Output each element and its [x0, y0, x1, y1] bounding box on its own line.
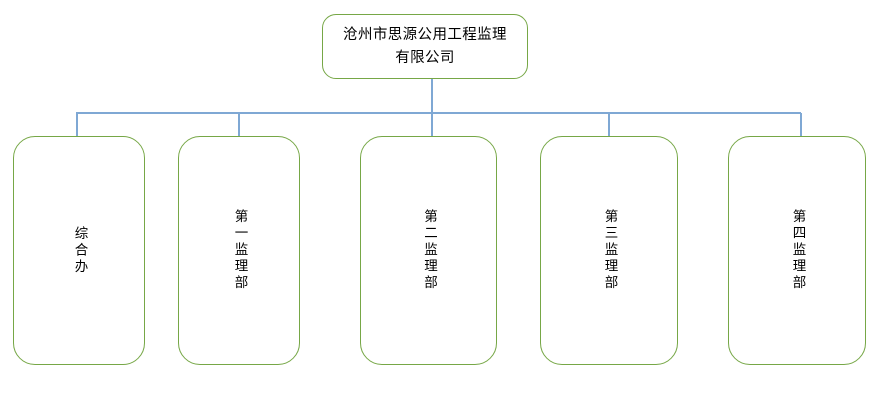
connector-drop-child-3	[608, 113, 610, 137]
connector-root-stem	[431, 79, 433, 113]
org-node-root[interactable]: 沧州市思源公用工程监理 有限公司	[322, 14, 528, 79]
org-node-child-4-label: 第四监理部	[789, 209, 806, 292]
org-node-root-label: 沧州市思源公用工程监理 有限公司	[343, 26, 507, 66]
org-node-child-0[interactable]: 综合办	[13, 136, 145, 365]
org-node-child-2[interactable]: 第二监理部	[360, 136, 497, 365]
org-node-child-1-label: 第一监理部	[231, 209, 248, 292]
org-node-child-2-label: 第二监理部	[421, 209, 437, 292]
connector-drop-child-2	[431, 113, 433, 137]
connector-drop-child-1	[238, 113, 240, 137]
org-node-child-0-label: 综合办	[71, 225, 88, 276]
org-node-child-3-label: 第三监理部	[601, 209, 618, 292]
org-node-child-4[interactable]: 第四监理部	[728, 136, 866, 365]
org-node-child-3[interactable]: 第三监理部	[540, 136, 678, 365]
connector-horizontal-bus	[76, 112, 801, 114]
org-node-child-1[interactable]: 第一监理部	[178, 136, 300, 365]
connector-drop-child-4	[800, 113, 802, 137]
connector-drop-child-0	[76, 113, 78, 137]
